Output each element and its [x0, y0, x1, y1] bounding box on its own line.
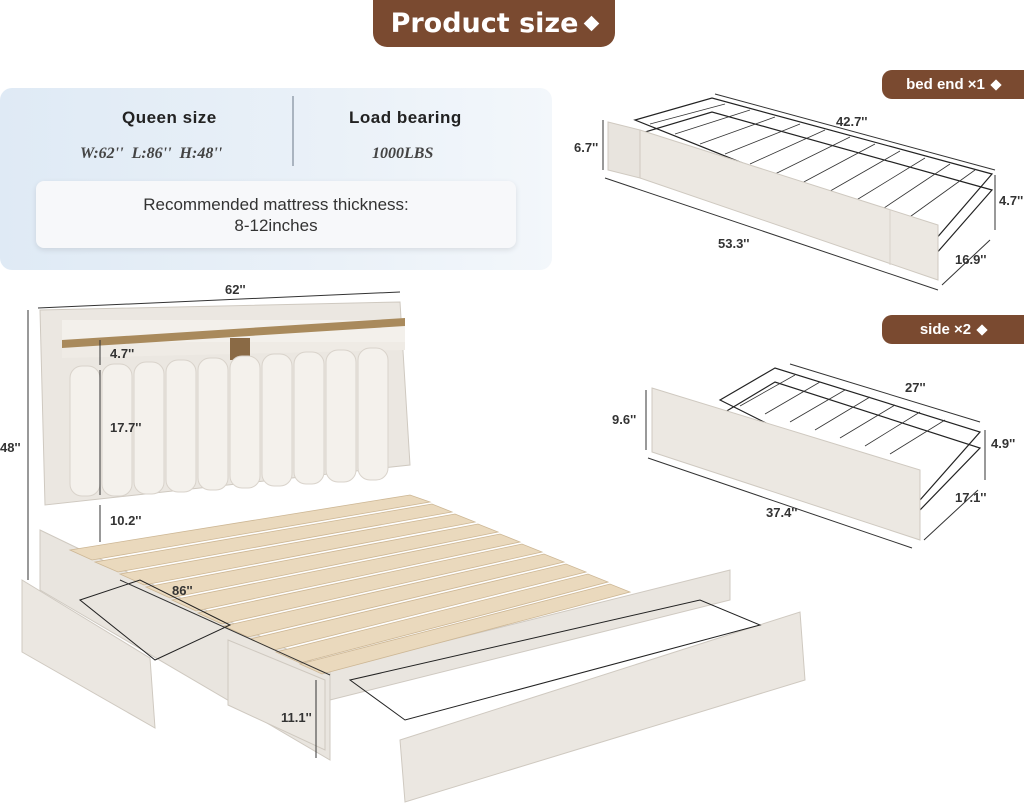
diamond-icon	[584, 15, 600, 32]
shelf-height-label: 4.7''	[110, 346, 135, 361]
title-tab: Product size	[373, 0, 615, 47]
bed-end-length-label: 42.7''	[836, 114, 868, 129]
side-drawer-illustration	[645, 363, 986, 549]
queen-size-label: Queen size	[122, 108, 217, 127]
headboard-height-label: 17.7''	[110, 420, 142, 435]
bed-end-side-height-label: 4.7''	[999, 193, 1024, 208]
clearance-height-label: 10.2''	[110, 513, 142, 528]
leg-height-label: 11.1''	[281, 710, 312, 725]
side-tab: side ×2	[882, 315, 1024, 344]
bed-width-label: 62''	[225, 282, 246, 297]
bed-end-front-width-label: 53.3''	[718, 236, 750, 251]
bed-length-label: 86''	[172, 583, 193, 598]
side-drawer-length-label: 27''	[905, 380, 926, 395]
load-bearing-label: Load bearing	[349, 108, 462, 127]
side-tab-label: side ×2	[919, 321, 972, 338]
bed-end-tab-label: bed end ×1	[906, 76, 985, 93]
spec-divider	[292, 96, 294, 166]
queen-size-dimensions: W:62'' L:86'' H:48''	[80, 145, 223, 162]
bed-end-depth-label: 16.9''	[955, 252, 987, 267]
mattress-thickness-label: Recommended mattress thickness:	[143, 195, 409, 214]
side-drawer-front-width-label: 37.4''	[766, 505, 798, 520]
diamond-icon	[976, 323, 988, 336]
page-title: Product size	[390, 8, 579, 39]
side-drawer-depth-label: 17.1''	[955, 490, 987, 505]
bed-height-label: 48''	[0, 440, 21, 455]
mattress-thickness-value: 8-12inches	[234, 216, 318, 235]
bed-end-tab: bed end ×1	[882, 70, 1024, 99]
bed-end-drawer-illustration	[602, 93, 996, 291]
bed-illustration	[21, 291, 806, 803]
side-drawer-side-height-label: 4.9''	[991, 436, 1016, 451]
load-bearing-value: 1000LBS	[372, 145, 434, 162]
side-drawer-front-height-label: 9.6''	[612, 412, 637, 427]
bed-end-front-height-label: 6.7''	[574, 140, 599, 155]
diamond-icon	[990, 78, 1002, 91]
mattress-thickness-box: Recommended mattress thickness: 8-12inch…	[36, 181, 516, 248]
